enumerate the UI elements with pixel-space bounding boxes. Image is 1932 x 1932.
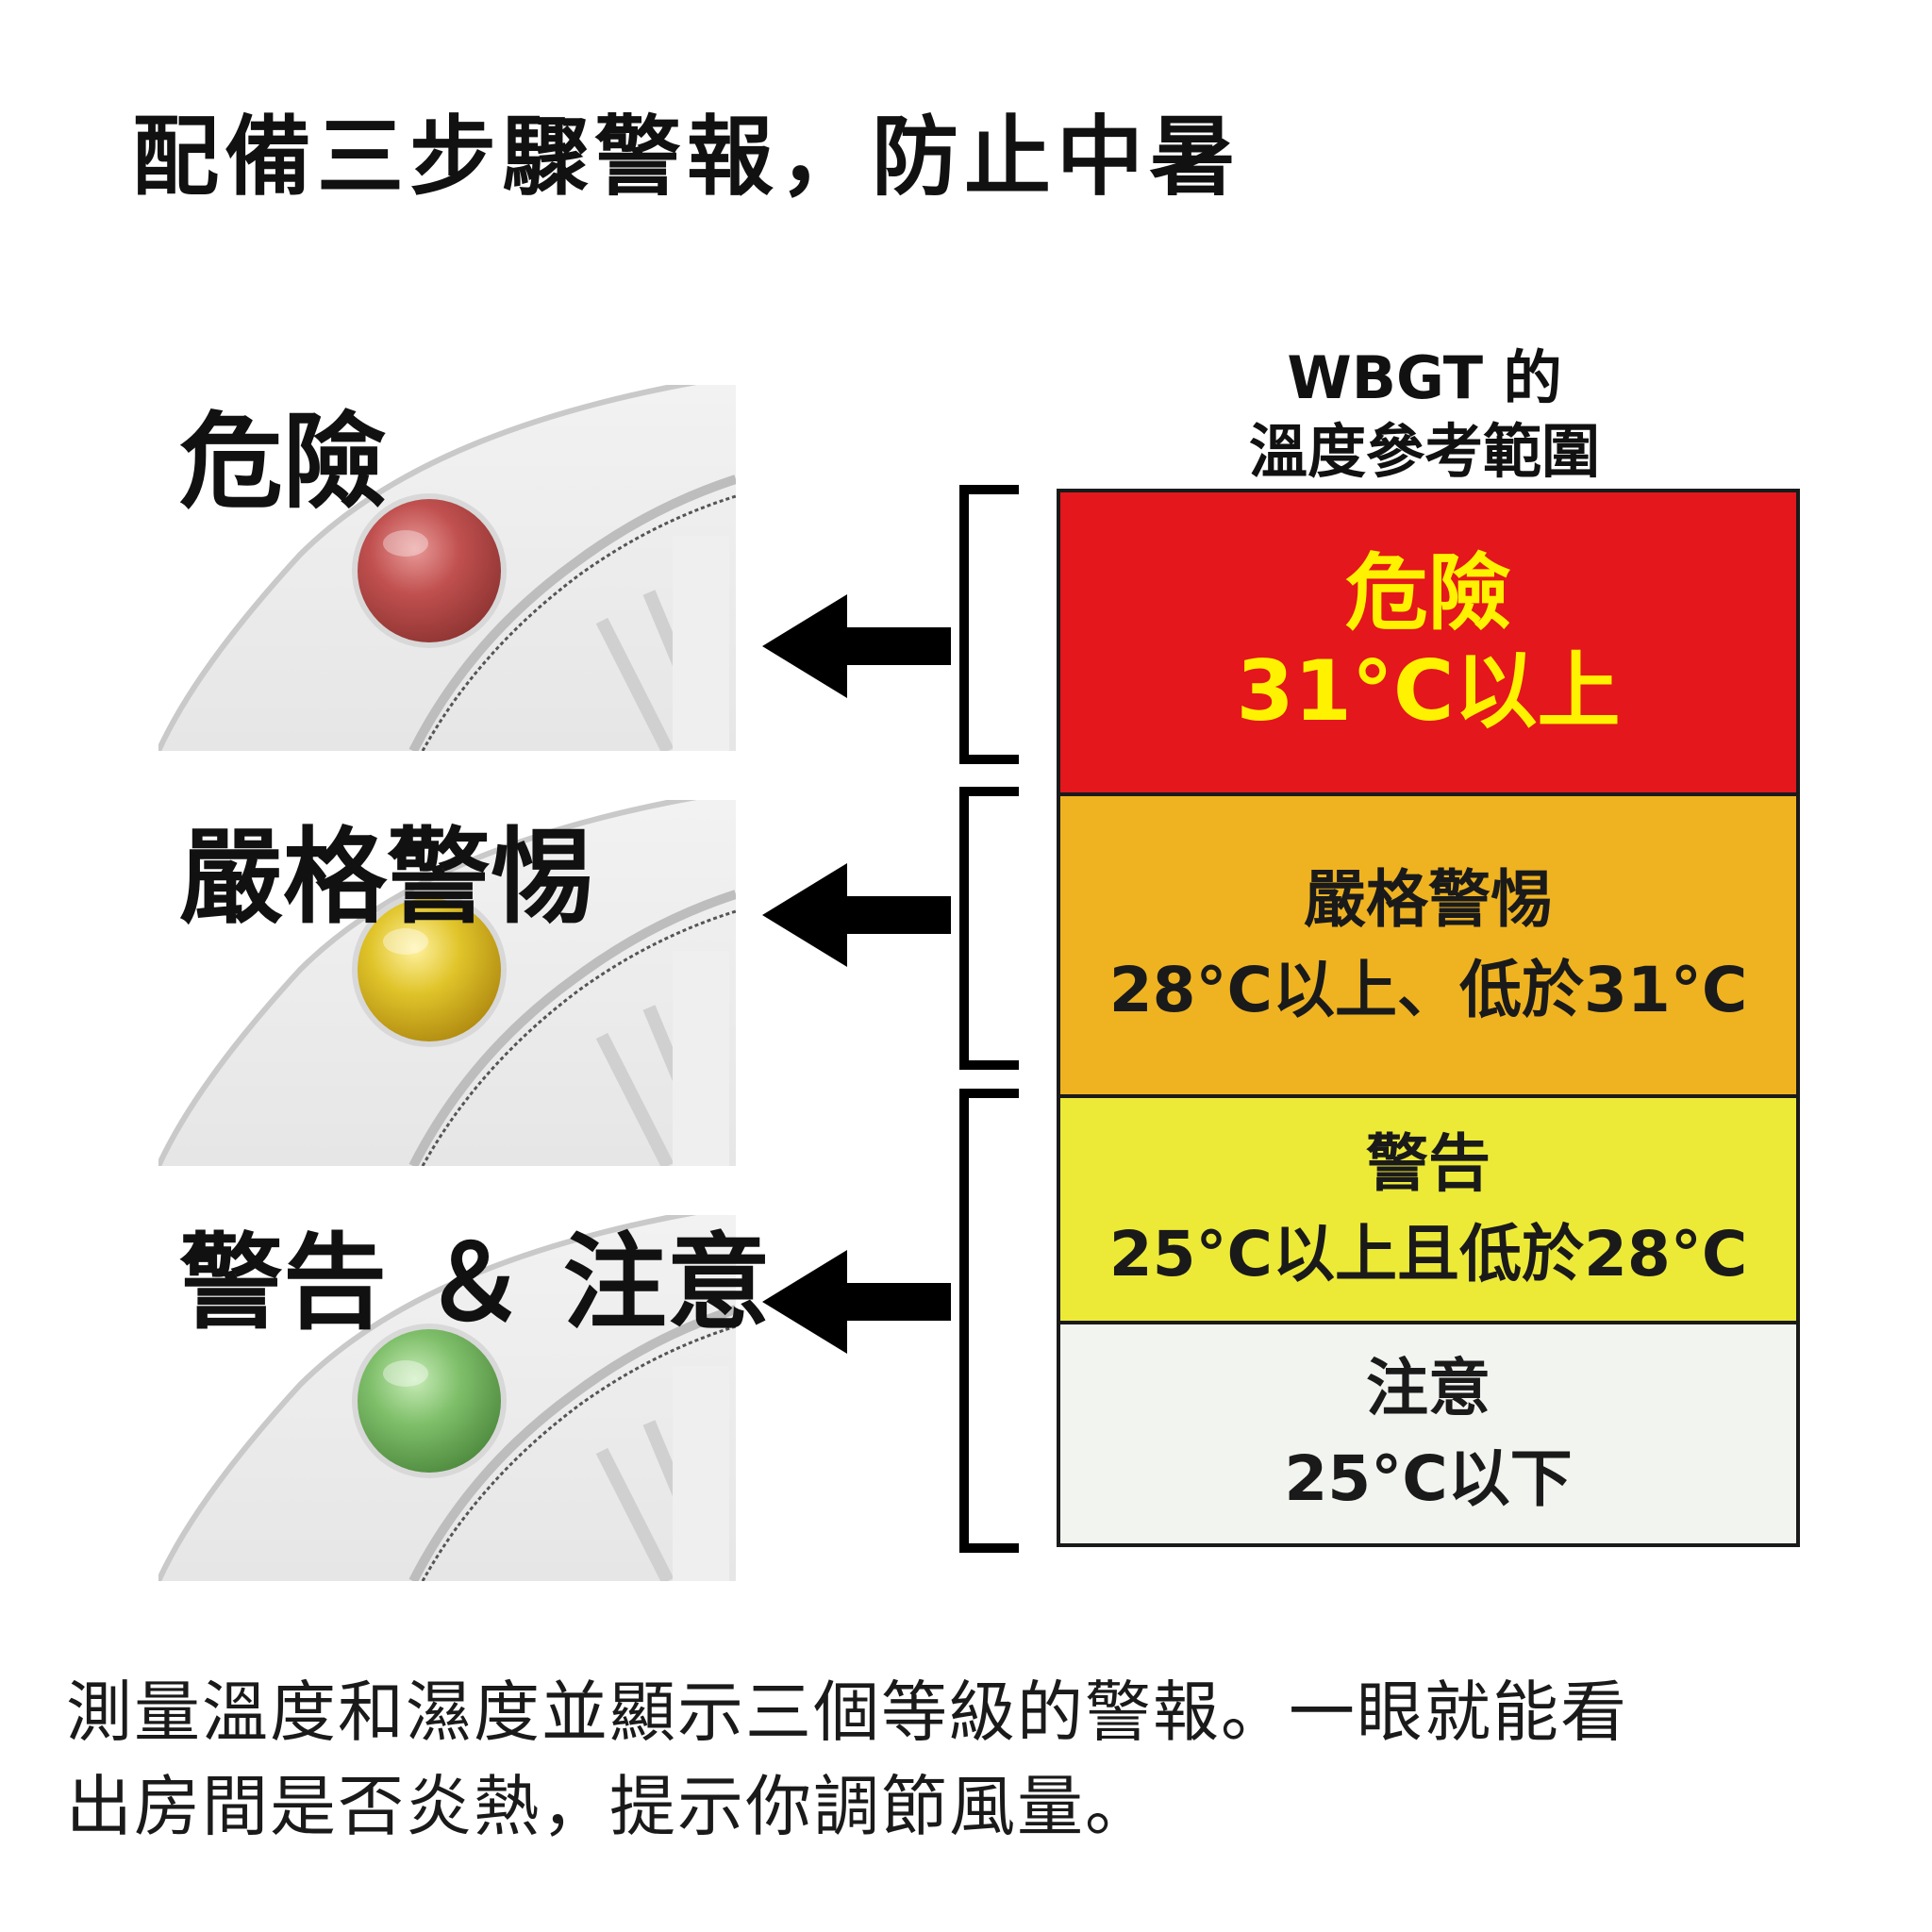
ref-row-strict-alert: 嚴格警惕 28°C以上、低於31°C	[1060, 792, 1796, 1094]
description-line1: 測量溫度和濕度並顯示三個等級的警報。一眼就能看	[66, 1674, 1628, 1751]
reference-heading-line1: WBGT 的	[1287, 343, 1562, 412]
device-panel-green	[158, 1215, 736, 1581]
arrow-left-icon	[762, 594, 951, 698]
bracket-warning-caution	[959, 1089, 1019, 1553]
ref-row-range: 25°C以上且低於28°C	[1108, 1218, 1748, 1291]
description-line2: 出房間是否炎熱，提示你調節風量。	[66, 1768, 1153, 1845]
device-panel-yellow	[158, 800, 736, 1166]
ref-row-name: 警告	[1366, 1127, 1491, 1200]
ref-row-name: 危險	[1344, 544, 1511, 641]
page-title: 配備三步驟警報，防止中暑	[132, 107, 1242, 208]
ref-row-danger: 危險 31°C以上	[1060, 492, 1796, 792]
description-text: 測量溫度和濕度並顯示三個等級的警報。一眼就能看 出房間是否炎熱，提示你調節風量。	[66, 1665, 1877, 1854]
bracket-strict-alert	[959, 787, 1019, 1070]
red-indicator-light	[358, 499, 501, 642]
level-label-danger: 危險	[179, 402, 387, 523]
reference-heading: WBGT 的 溫度參考範圍	[1057, 341, 1792, 489]
level-label-strict-alert: 嚴格警惕	[179, 817, 594, 938]
level-label-warning-caution: 警告 ＆ 注意	[179, 1223, 771, 1343]
arrow-left-icon	[762, 863, 951, 967]
ref-row-range: 28°C以上、低於31°C	[1108, 954, 1748, 1026]
yellow-indicator-light	[358, 898, 501, 1041]
ref-row-name: 注意	[1366, 1352, 1491, 1424]
ref-row-caution: 注意 25°C以下	[1060, 1321, 1796, 1543]
arrow-left-icon	[762, 1250, 951, 1354]
device-panel-red	[158, 385, 736, 751]
bracket-danger	[959, 485, 1019, 764]
reference-heading-line2: 溫度參考範圍	[1248, 417, 1600, 486]
ref-row-range: 31°C以上	[1236, 642, 1621, 740]
ref-row-name: 嚴格警惕	[1304, 863, 1553, 936]
wbgt-reference-table: 危險 31°C以上 嚴格警惕 28°C以上、低於31°C 警告 25°C以上且低…	[1057, 489, 1800, 1547]
ref-row-warning: 警告 25°C以上且低於28°C	[1060, 1094, 1796, 1321]
ref-row-range: 25°C以下	[1284, 1442, 1573, 1515]
green-indicator-light	[358, 1329, 501, 1473]
